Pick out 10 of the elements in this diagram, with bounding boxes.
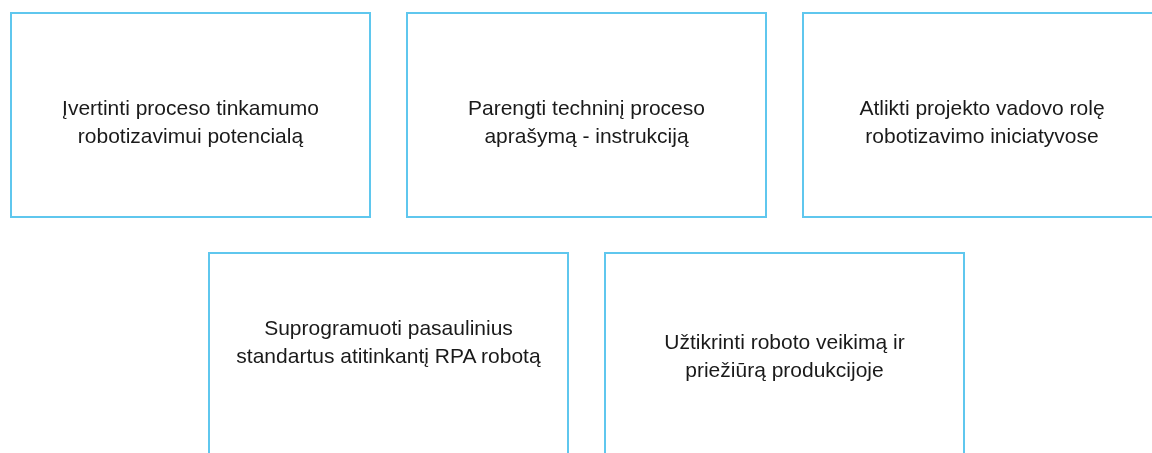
task-text: Suprogramuoti pasaulinius standartus atitinkantį RPA robotą: [235, 315, 542, 369]
task-box: [10, 12, 371, 218]
task-text: Parengti techninį proceso aprašymą - instrukciją: [467, 95, 706, 149]
task-text: Užtikrinti roboto veikimą ir priežiūrą produkcijoje: [663, 329, 906, 383]
task-box: [208, 252, 569, 453]
task-text: Atlikti projekto vadovo rolę robotizavimo iniciatyvose: [858, 95, 1106, 149]
task-text: Įvertinti proceso tinkamumo robotizavimui potencialą: [61, 95, 320, 149]
task-box: [604, 252, 965, 453]
task-box: [406, 12, 767, 218]
task-box: [802, 12, 1152, 218]
